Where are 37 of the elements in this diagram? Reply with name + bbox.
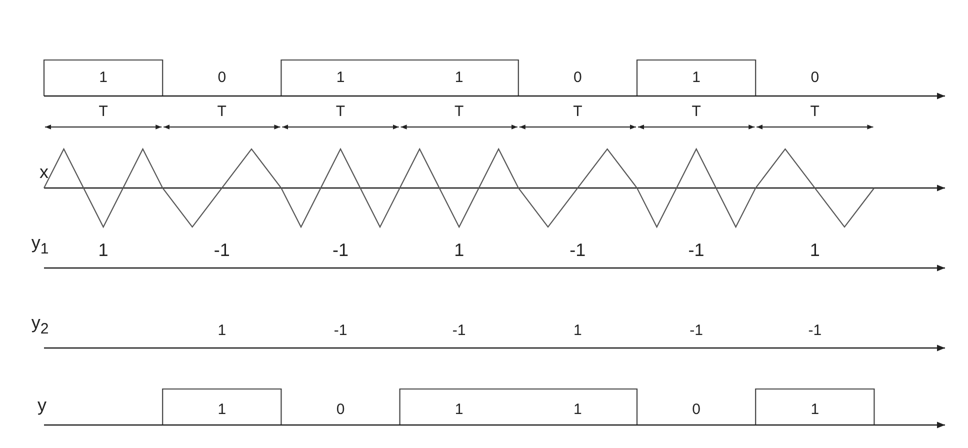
signal-label: y$_{1}$ [31,234,49,258]
level-value: 1 [810,242,820,258]
level-value: -1 [690,323,703,339]
bit-value: 1 [99,70,108,86]
level-value: -1 [332,242,348,258]
period-label: T [692,104,701,120]
bit-value: 1 [454,70,464,86]
period-label: T [810,104,820,120]
period-label: T [98,104,108,120]
level-value: -1 [214,242,230,258]
level-value: 1 [218,323,226,339]
signal-label: y$_{2}$ [31,314,49,338]
level-value: -1 [570,242,586,258]
bit-value: 1 [574,402,582,418]
bit-value: 1 [810,402,820,418]
bit-value: 1 [336,70,345,86]
bit-value: 1 [218,402,226,418]
level-value: 1 [454,242,464,258]
level-value: -1 [452,323,466,339]
level-value: -1 [688,242,704,258]
bit-value: 1 [692,70,700,86]
level-value: -1 [334,323,348,339]
level-value: -1 [808,323,822,339]
bit-value: 1 [454,402,464,418]
bit-value: 0 [336,402,345,418]
bit-value: 0 [692,402,700,418]
signal-label: y [38,397,46,413]
bit-value: 0 [810,70,820,86]
period-label: T [573,104,582,120]
period-label: T [336,104,346,120]
level-value: 1 [574,323,582,339]
level-value: 1 [98,242,108,258]
period-label: T [454,104,464,120]
bit-value: 0 [574,70,582,86]
bit-value: 0 [218,70,226,86]
signal-label: x [40,164,48,180]
period-label: T [217,104,226,120]
